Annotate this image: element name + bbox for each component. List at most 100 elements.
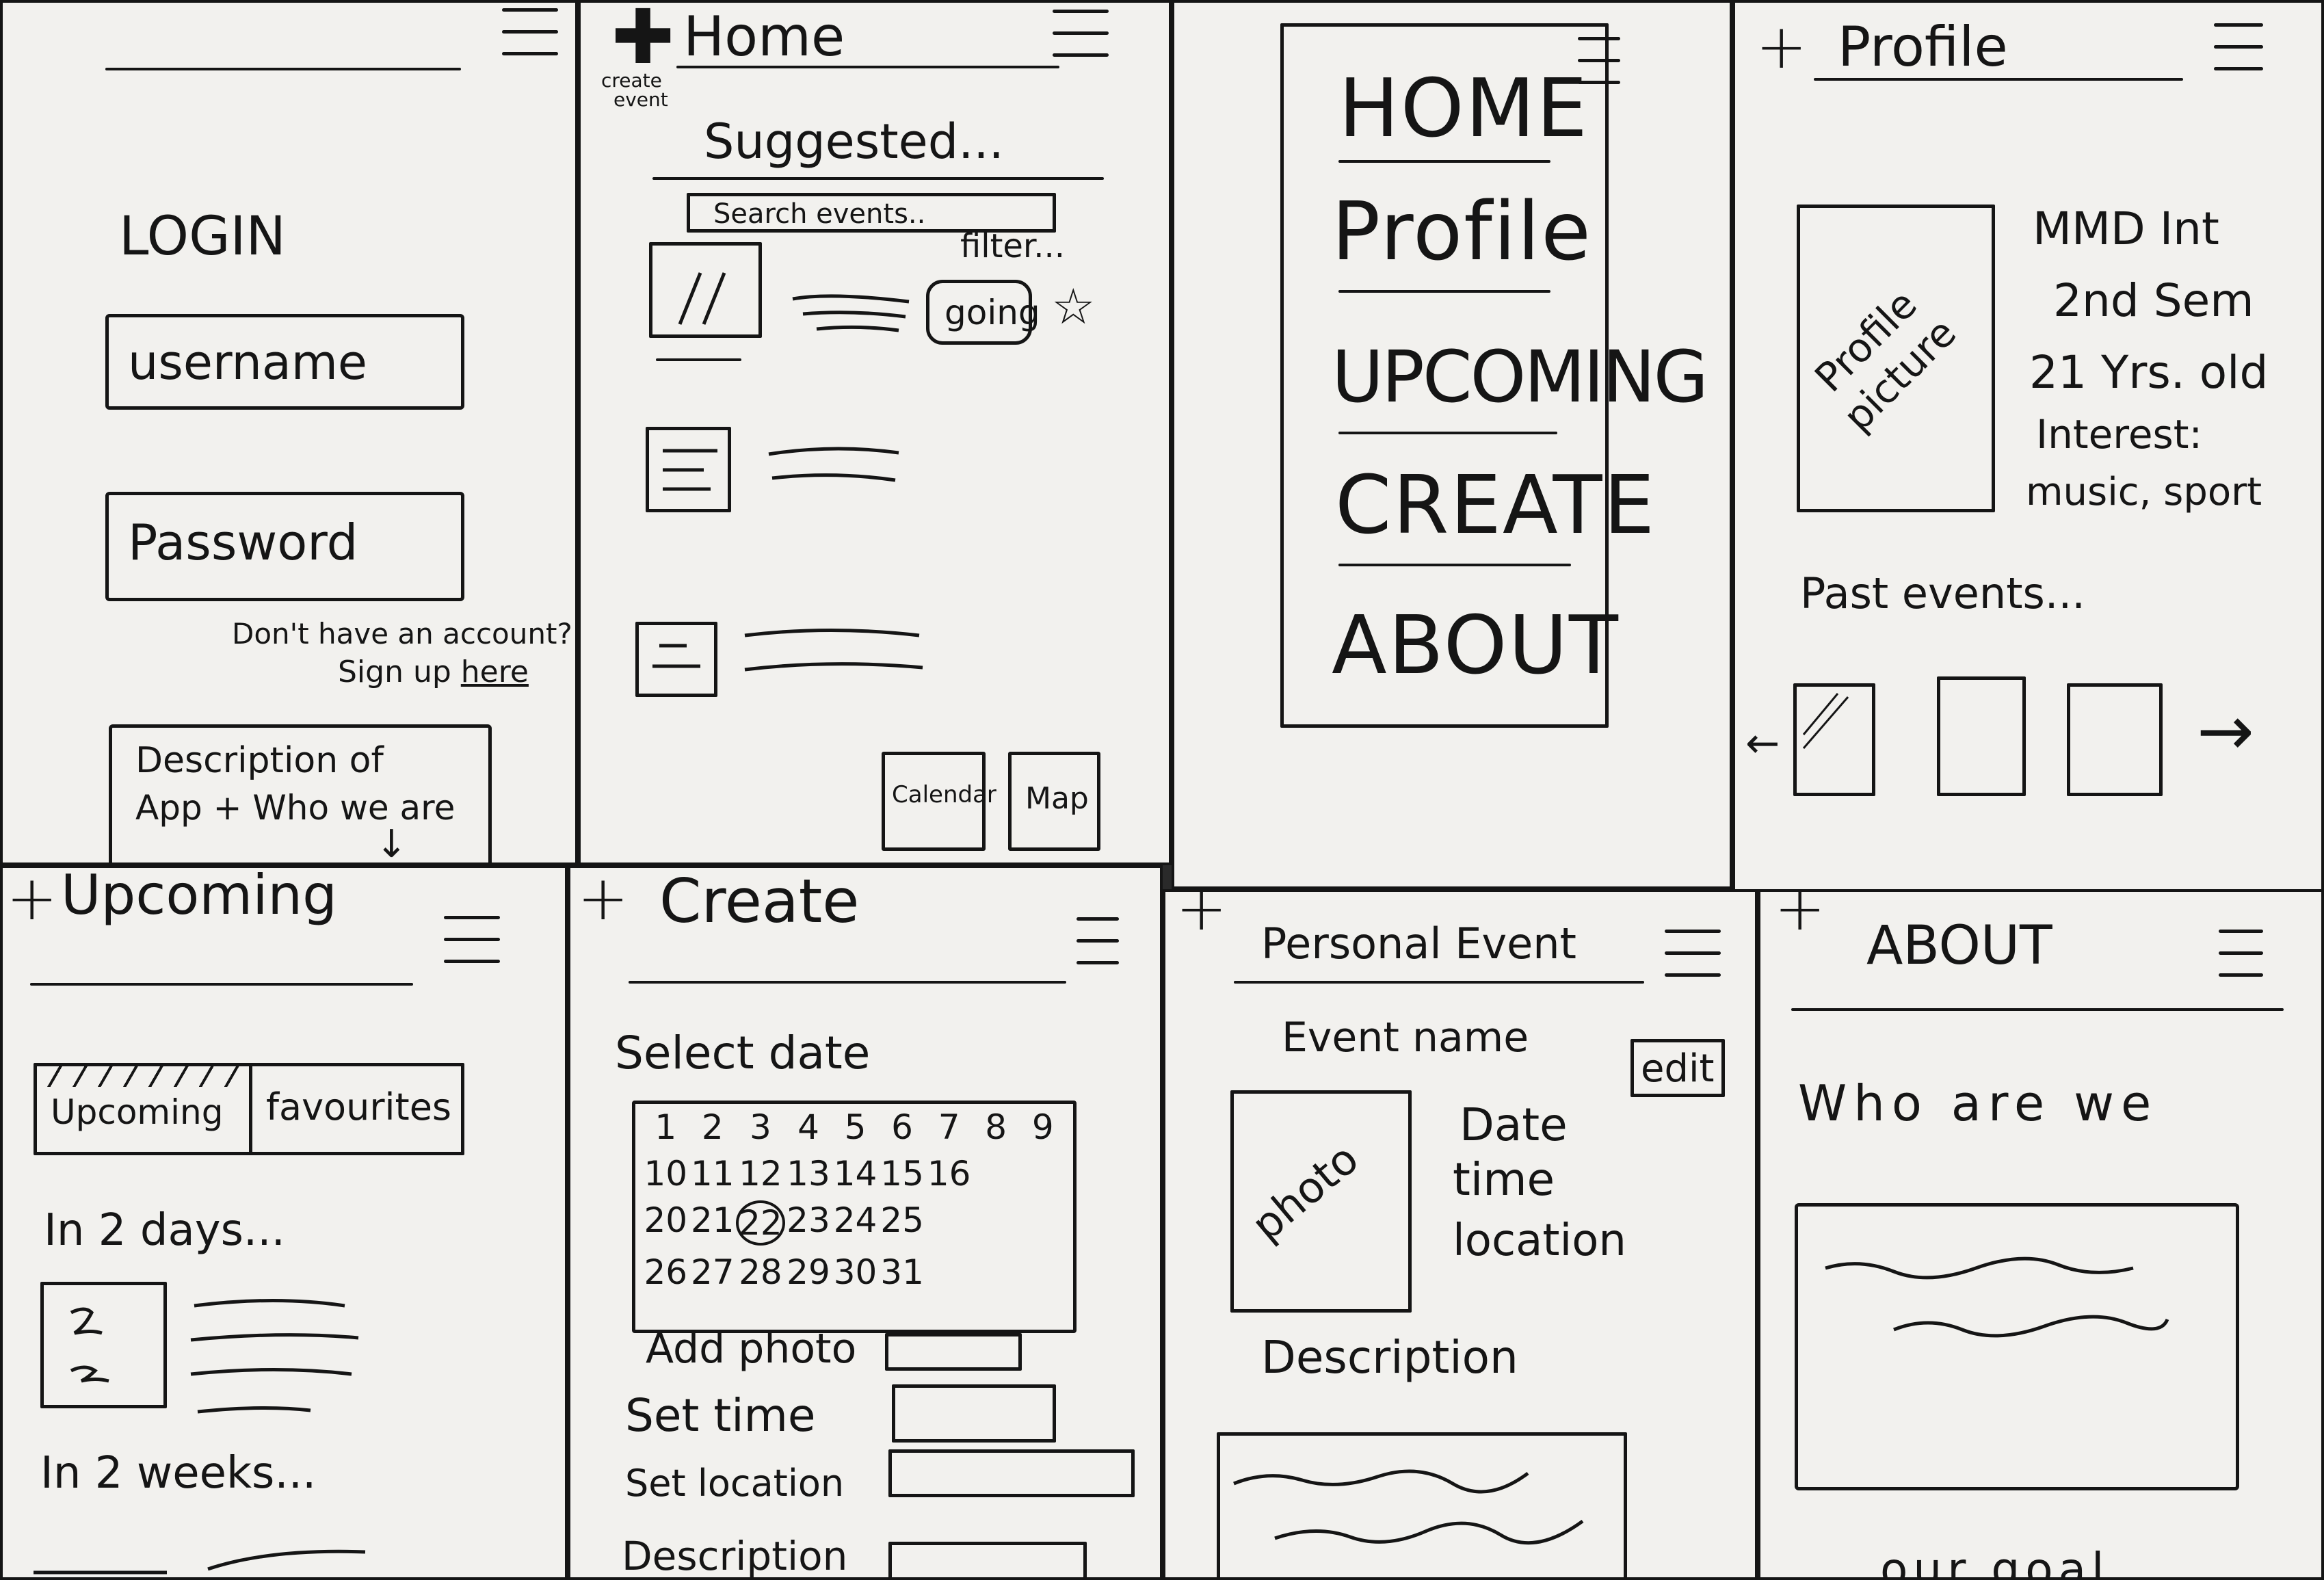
header-line (105, 68, 461, 70)
calendar-day[interactable]: 25 (880, 1200, 924, 1240)
calendar-day[interactable]: 22 (736, 1200, 785, 1246)
calendar-day[interactable]: 21 (691, 1200, 735, 1240)
profile-picture-placeholder[interactable]: Profile picture (1797, 205, 1995, 512)
create-event-plus-icon[interactable]: ✚ (611, 0, 675, 81)
calendar-day[interactable]: 15 (880, 1154, 924, 1194)
past-event-thumbnail[interactable] (2067, 683, 2163, 796)
calendar-day[interactable]: 26 (644, 1252, 688, 1292)
calendar-day[interactable]: 8 (985, 1107, 1007, 1147)
menu-item-upcoming[interactable]: UPCOMING (1332, 335, 1708, 419)
add-plus-icon[interactable]: + (6, 865, 58, 934)
profile-info-interests: music, sport (2026, 470, 2262, 514)
calendar-day[interactable]: 6 (891, 1107, 913, 1147)
event-thumbnail[interactable] (649, 242, 762, 338)
favourite-star-icon[interactable]: ☆ (1051, 278, 1096, 335)
calendar-blank (1019, 1200, 1066, 1246)
going-badge[interactable]: going (926, 280, 1040, 345)
add-photo-input[interactable] (885, 1333, 1022, 1371)
tab-favourites[interactable]: favourites (252, 1066, 461, 1152)
calendar-day[interactable]: 2 (701, 1107, 724, 1147)
event-thumbnail[interactable] (646, 427, 731, 512)
calendar-day[interactable]: 30 (833, 1252, 877, 1292)
calendar-day[interactable]: 13 (787, 1154, 830, 1194)
set-time-input[interactable] (892, 1384, 1056, 1443)
menu-item-home[interactable]: HOME (1338, 61, 1589, 155)
about-text-scribble (1825, 1256, 2169, 1338)
hamburger-menu-icon[interactable] (444, 916, 500, 964)
calendar-day[interactable]: 3 (750, 1107, 771, 1147)
menu-divider (1338, 160, 1550, 163)
calendar-day[interactable]: 4 (797, 1107, 819, 1147)
page-title: ABOUT (1866, 915, 2052, 977)
page-title: Home (683, 5, 845, 68)
calendar-day[interactable]: 7 (938, 1107, 960, 1147)
description-line-1: Description of (135, 740, 384, 781)
login-screen: LOGIN username Password Don't have an ac… (0, 0, 578, 865)
hamburger-menu-icon[interactable] (1077, 917, 1119, 965)
search-placeholder: Search events.. (713, 198, 926, 230)
calendar-blank (925, 1252, 973, 1292)
calendar-day[interactable]: 20 (644, 1200, 688, 1240)
event-photo-placeholder[interactable]: photo (1230, 1090, 1412, 1313)
add-plus-icon[interactable]: + (1176, 889, 1228, 945)
suggested-heading: Suggested... (704, 114, 1004, 170)
hamburger-menu-icon[interactable] (1665, 930, 1721, 977)
calendar-day[interactable]: 28 (739, 1252, 782, 1292)
add-plus-icon[interactable]: + (577, 865, 629, 934)
hamburger-menu-icon[interactable] (1053, 10, 1109, 57)
carousel-prev-arrow-icon[interactable]: ← (1745, 720, 1780, 767)
past-event-thumbnail[interactable] (1793, 683, 1875, 796)
username-field[interactable]: username (105, 314, 464, 410)
calendar-day[interactable]: 10 (644, 1154, 688, 1194)
map-button-label: Map (1025, 781, 1089, 816)
description-scribble (1233, 1469, 1584, 1545)
event-thumbnail[interactable] (635, 622, 717, 697)
our-goal-heading: our goal (1880, 1543, 2110, 1580)
password-field[interactable]: Password (105, 492, 464, 601)
calendar-day[interactable]: 23 (787, 1200, 830, 1240)
past-event-thumbnail[interactable] (1937, 676, 2026, 796)
calendar-button-label: Calendar (892, 781, 996, 808)
add-plus-icon[interactable]: + (1756, 11, 1808, 83)
calendar-blank (973, 1154, 1020, 1194)
menu-item-about[interactable]: ABOUT (1332, 598, 1620, 692)
date-picker[interactable] (632, 1101, 1077, 1333)
calendar-day[interactable]: 27 (691, 1252, 735, 1292)
event-thumbnail[interactable] (40, 1282, 167, 1408)
calendar-day[interactable]: 24 (833, 1200, 877, 1240)
description-label: Description (622, 1533, 848, 1579)
page-title: Create (659, 866, 860, 936)
calendar-day[interactable]: 16 (927, 1154, 971, 1194)
description-input[interactable] (888, 1542, 1087, 1577)
tab-upcoming[interactable]: Upcoming (37, 1066, 252, 1152)
calendar-day[interactable]: 11 (691, 1154, 735, 1194)
hamburger-menu-icon[interactable] (502, 8, 558, 56)
calendar-day[interactable]: 12 (739, 1154, 782, 1194)
hamburger-menu-icon[interactable] (2214, 23, 2263, 71)
calendar-day[interactable]: 5 (844, 1107, 867, 1147)
thumbnail-underline (656, 358, 741, 361)
hamburger-menu-icon[interactable] (1578, 37, 1620, 85)
going-badge-label: going (945, 293, 1040, 332)
menu-item-profile[interactable]: Profile (1332, 184, 1592, 278)
calendar-day[interactable]: 1 (655, 1107, 677, 1147)
calendar-day[interactable]: 31 (880, 1252, 924, 1292)
edit-button[interactable]: edit (1630, 1039, 1725, 1097)
calendar-button[interactable]: Calendar (882, 752, 996, 851)
about-content-box (1795, 1203, 2239, 1490)
event-description-heading: Description (1261, 1331, 1518, 1384)
search-input[interactable]: Search events.. (687, 193, 1056, 233)
filter-button[interactable]: filter... (960, 227, 1066, 265)
set-location-input[interactable] (888, 1449, 1135, 1497)
calendar-day[interactable]: 29 (787, 1252, 830, 1292)
calendar-day[interactable]: 9 (1031, 1107, 1054, 1147)
map-button[interactable]: Map (1008, 752, 1100, 851)
add-plus-icon[interactable]: + (1774, 889, 1826, 945)
hamburger-menu-icon[interactable] (2219, 930, 2263, 977)
calendar-day[interactable]: 14 (833, 1154, 877, 1194)
menu-item-create[interactable]: CREATE (1335, 458, 1656, 552)
sign-up-link[interactable]: here (460, 655, 529, 689)
carousel-next-arrow-icon[interactable]: → (2197, 691, 2254, 771)
